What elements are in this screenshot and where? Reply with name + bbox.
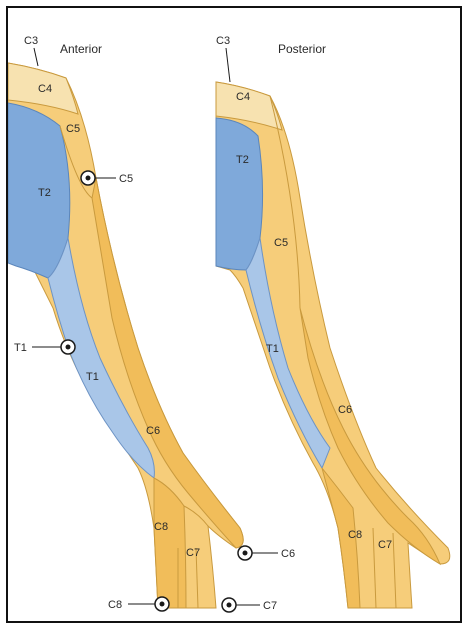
- posterior-title: Posterior: [278, 42, 326, 56]
- posterior-t2-region: [216, 118, 263, 270]
- anterior-arm: [8, 63, 243, 608]
- posterior-label-t2: T2: [236, 154, 249, 166]
- keypoint-c6-label: C6: [281, 548, 295, 560]
- anterior-label-c3: C3: [24, 35, 38, 47]
- anterior-title: Anterior: [60, 42, 102, 56]
- anterior-label-c6: C6: [146, 425, 160, 437]
- posterior-label-t1: T1: [266, 343, 279, 355]
- posterior-label-c6: C6: [338, 404, 352, 416]
- posterior-c3-leader: [226, 48, 230, 82]
- keypoint-c7-label: C7: [263, 600, 277, 612]
- figure-frame: Anterior C3 C4 C5 T2 T1 C6 C8 C7 C5 T1 C…: [6, 6, 462, 623]
- anterior-label-c4: C4: [38, 83, 52, 95]
- keypoint-c5: C5: [81, 171, 133, 185]
- dermatome-diagram: Anterior C3 C4 C5 T2 T1 C6 C8 C7 C5 T1 C…: [8, 8, 460, 621]
- posterior-label-c4: C4: [236, 91, 250, 103]
- keypoint-t1: T1: [14, 340, 75, 354]
- keypoint-c5-label: C5: [119, 173, 133, 185]
- posterior-label-c5: C5: [274, 237, 288, 249]
- keypoint-c7: C7: [222, 598, 277, 612]
- anterior-label-t1: T1: [86, 371, 99, 383]
- posterior-arm: [216, 82, 450, 608]
- keypoint-c8-label: C8: [108, 599, 122, 611]
- anterior-label-c8: C8: [154, 521, 168, 533]
- posterior-label-c8: C8: [348, 529, 362, 541]
- anterior-c3-leader: [34, 48, 38, 66]
- posterior-label-c7: C7: [378, 539, 392, 551]
- keypoint-c6: C6: [238, 546, 295, 560]
- keypoint-c8: C8: [108, 597, 169, 611]
- anterior-label-c7: C7: [186, 547, 200, 559]
- anterior-label-c5: C5: [66, 123, 80, 135]
- anterior-label-t2: T2: [38, 187, 51, 199]
- posterior-label-c3: C3: [216, 35, 230, 47]
- keypoint-t1-label: T1: [14, 342, 27, 354]
